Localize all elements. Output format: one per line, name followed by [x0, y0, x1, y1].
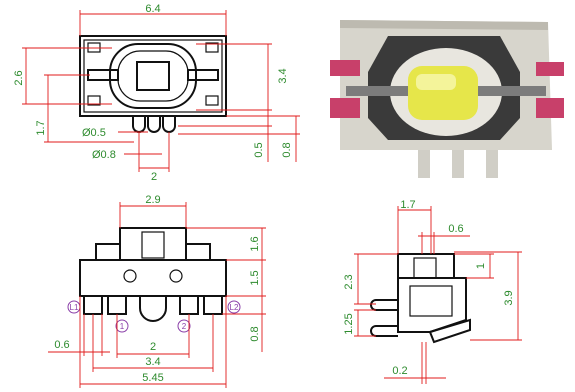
dim-label-6-4: 6.4	[145, 3, 160, 15]
photo-pin-3	[486, 150, 498, 178]
top-view-contact-left	[87, 69, 119, 81]
photo-contact-left-top	[330, 60, 360, 76]
marker-2-label: 2	[182, 322, 187, 331]
dim-label-3-4-front: 3.4	[145, 356, 160, 368]
top-view-inner	[83, 39, 223, 113]
front-view-hole-left	[123, 269, 137, 283]
top-view-pin-2	[147, 116, 161, 133]
photo-contact-right-bottom	[536, 98, 564, 118]
dim-label-1: 1	[475, 263, 487, 269]
photo-contact-left-bottom	[330, 98, 360, 118]
dim-label-0-5: 0.5	[253, 142, 265, 157]
top-view-actuator	[136, 61, 170, 91]
top-view-knob-inner	[117, 50, 189, 102]
photo-pin-1	[418, 150, 430, 178]
dim-label-0-2: 0.2	[392, 365, 407, 377]
front-view-pad-1	[107, 295, 127, 315]
front-view-shoulder-right	[185, 243, 211, 261]
dim-label-1-25: 1.25	[343, 313, 355, 334]
side-view-lead-bottom	[370, 325, 398, 337]
top-view-clip-bl	[87, 95, 101, 106]
dim-label-3-9: 3.9	[503, 290, 515, 305]
top-view-pin-3	[162, 116, 176, 133]
dim-label-1-7: 1.7	[35, 120, 47, 135]
front-view-actuator	[119, 227, 187, 261]
dim-label-0-6-front: 0.6	[54, 339, 69, 351]
front-view-pad-l1	[83, 295, 103, 315]
marker-2	[177, 319, 191, 333]
top-view-pin-1	[132, 116, 146, 133]
front-view-shoulder-left	[95, 243, 121, 261]
photo-contact-right-top	[536, 62, 564, 76]
label-hole-large: Ø0.8	[92, 149, 116, 161]
marker-l2	[227, 300, 241, 314]
top-view-contact-right	[187, 69, 219, 81]
front-view-body	[79, 259, 227, 297]
dim-label-2-9: 2.9	[145, 194, 160, 206]
top-view-clip-tr	[205, 42, 219, 53]
dim-label-0-8-top: 0.8	[281, 142, 293, 157]
dim-label-1-5: 1.5	[249, 270, 261, 285]
photo-housing-top	[340, 20, 548, 30]
marker-1	[115, 319, 129, 333]
dim-label-3-4: 3.4	[277, 68, 289, 83]
dim-label-1-6: 1.6	[249, 236, 261, 251]
marker-1-label: 1	[120, 322, 125, 331]
dim-label-2-top: 2	[151, 171, 157, 183]
dim-label-2-3: 2.3	[343, 274, 355, 289]
front-view-actuator-inner	[141, 231, 165, 259]
top-view-clip-br	[205, 95, 219, 106]
front-view-center-lug	[139, 296, 167, 322]
dim-label-2-front: 2	[150, 341, 156, 353]
dim-label-0-8-front: 0.8	[249, 326, 261, 341]
marker-l2-label: L2	[230, 303, 239, 312]
marker-l1-label: L1	[70, 303, 79, 312]
side-view-head-inner	[413, 257, 437, 279]
dim-label-5-45: 5.45	[142, 372, 163, 384]
side-view: 1.7 0.6 2.3 1 3.9 1.25 0.2	[343, 199, 522, 384]
photo-pin-2	[452, 150, 464, 178]
front-view-pad-l2	[203, 295, 223, 315]
top-view-body	[79, 35, 227, 117]
top-view-knob-ring	[109, 43, 197, 109]
product-photo	[326, 6, 570, 178]
front-view-hole-right	[169, 269, 183, 283]
front-view: L1 1 2 L2 2.9 1.6 1.5 0.8 0.6 2	[48, 194, 266, 388]
side-view-body-inner	[409, 285, 453, 317]
photo-led-highlight	[416, 74, 456, 90]
side-view-lead-top	[370, 299, 398, 311]
dim-label-2-6: 2.6	[13, 70, 25, 85]
label-hole-small: Ø0.5	[82, 127, 106, 139]
top-view-clip-tl	[87, 42, 101, 53]
side-view-foot	[428, 318, 471, 344]
top-view: 6.4 2.6 3.4 1.7 Ø0.5 Ø0.8 2 0.5 0.8	[13, 3, 300, 183]
front-view-pad-2	[179, 295, 199, 315]
dim-label-1-7-side: 1.7	[400, 199, 415, 211]
dim-label-0-6-side: 0.6	[448, 223, 463, 235]
